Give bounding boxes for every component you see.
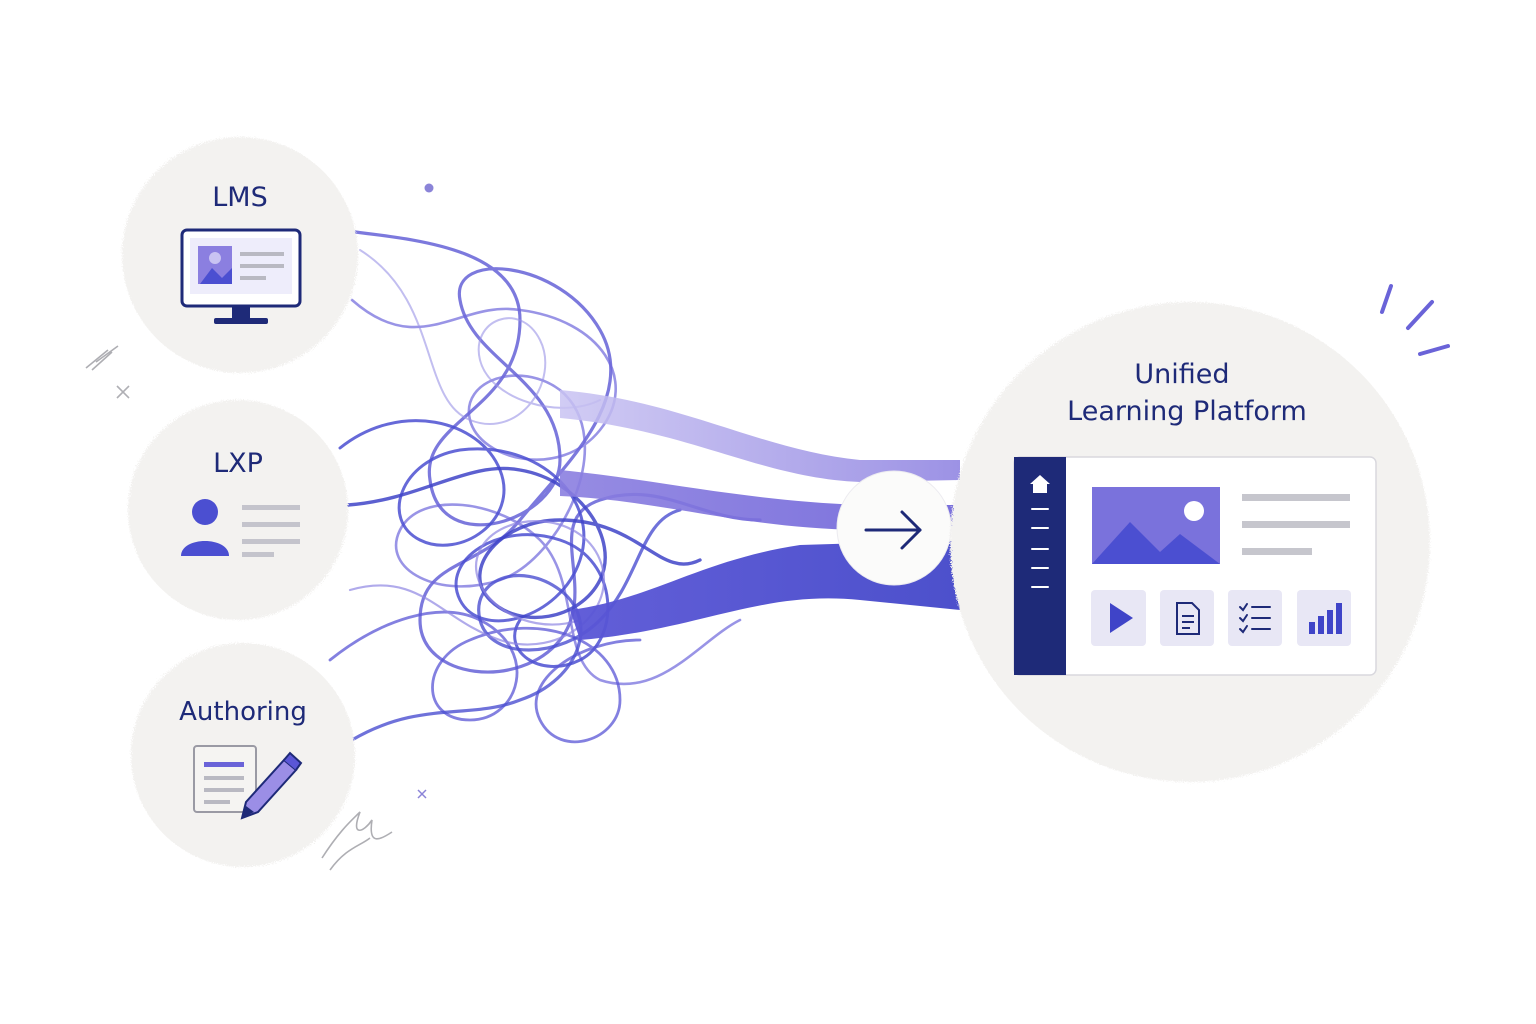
home-icon bbox=[1030, 475, 1050, 493]
decor-dot bbox=[424, 183, 434, 193]
document-pencil-icon bbox=[193, 745, 303, 820]
document-icon bbox=[1176, 602, 1200, 635]
target-title-line2: Learning Platform bbox=[1067, 396, 1307, 427]
connector-disc bbox=[836, 470, 952, 586]
sidebar-menu-items bbox=[1031, 508, 1049, 588]
source-lxp-disc bbox=[128, 400, 348, 620]
play-icon bbox=[1110, 603, 1133, 633]
target-title-line1: Unified bbox=[1134, 359, 1229, 390]
source-lxp: LXP bbox=[128, 400, 348, 620]
tangled-connections bbox=[328, 230, 762, 744]
bar-chart-icon bbox=[1309, 603, 1342, 634]
source-authoring-label: Authoring bbox=[179, 697, 307, 727]
target-platform: Unified Learning Platform bbox=[950, 302, 1430, 782]
tile-document bbox=[1160, 590, 1214, 646]
source-lms: LMS bbox=[122, 137, 358, 373]
decorative-marks bbox=[85, 345, 393, 871]
tile-chart bbox=[1297, 590, 1351, 646]
sparkle-marks bbox=[1380, 284, 1450, 356]
connector-arrow bbox=[836, 470, 952, 586]
monitor-icon bbox=[180, 228, 302, 324]
dashboard-window bbox=[1013, 456, 1377, 676]
dashboard-sidebar bbox=[1014, 457, 1066, 675]
checklist-icon bbox=[1239, 603, 1271, 634]
source-authoring: Authoring bbox=[131, 643, 355, 867]
source-lms-label: LMS bbox=[212, 182, 267, 213]
decor-cross bbox=[417, 789, 427, 799]
user-profile-icon bbox=[181, 499, 300, 557]
image-icon bbox=[1092, 487, 1220, 564]
tile-checklist bbox=[1228, 590, 1282, 646]
arrow-right-icon bbox=[864, 510, 922, 550]
source-lxp-label: LXP bbox=[213, 448, 263, 479]
tile-play bbox=[1091, 590, 1146, 646]
